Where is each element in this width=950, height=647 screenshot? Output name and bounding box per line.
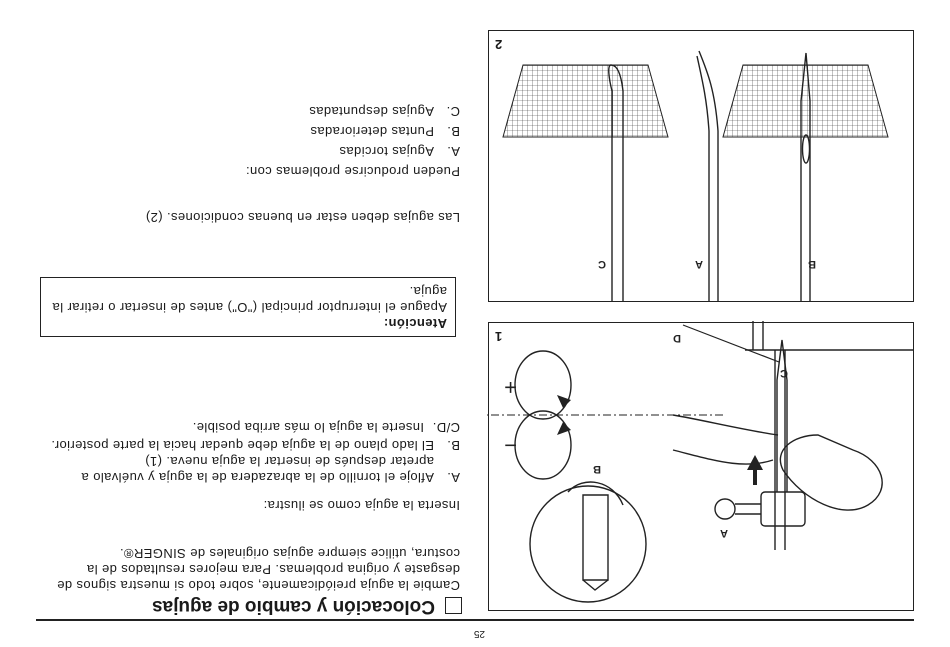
rotation-arrow-top [557,422,571,435]
list-item: C.Agujas despuntadas [308,104,460,119]
needle-a [696,50,719,301]
warning-text: Apague el interruptor principal ("O") an… [52,284,447,315]
fig1-plus: + [504,375,517,400]
needle-bar [774,350,786,550]
fig1-label-b: B [593,463,601,475]
warning-box: Atención: Apague el interruptor principa… [40,277,456,337]
figure-2-drawing: B A C [502,50,889,301]
figure-1: B A C D − + 1 [487,321,914,611]
fig1-label-c: C [780,367,788,379]
arrow-head [747,455,763,470]
fig1-label-d: D [673,332,681,344]
problems-lead: Pueden producirse problemas con: [245,164,460,179]
figure-1-number: 1 [495,329,503,344]
list-item: A.Afloje el tornillo de la abrazadera de… [81,454,460,485]
section-checkbox-icon [445,597,462,615]
needle [776,339,788,492]
clamp-screw [735,503,761,515]
insert-lead: Inserta la aguja como se ilustra: [263,498,460,513]
rotation-arrow-bottom [557,395,571,408]
rotation-ring-bottom [514,350,572,420]
section-title: Colocación y cambio de agujas [152,595,462,617]
fig1-minus: − [504,433,517,458]
fig2-label-a: A [695,258,703,270]
section-title-text: Colocación y cambio de agujas [152,596,435,617]
intro-paragraph: Cambie la aguja preiódicamente, sobre to… [56,546,460,593]
machine-bar [752,321,764,350]
figure-1-drawing: B A C D − + [487,321,913,603]
warning-heading: Atención: [383,316,447,331]
steps-list: A.Afloje el tornillo de la abrazadera de… [40,419,460,485]
pointer-d [682,324,780,363]
fig1-label-a: A [720,527,728,539]
list-item: A.Agujas torcidas [339,144,460,159]
condition-text: Las agujas deben estar en buenas condici… [145,210,460,225]
needle-b [800,52,811,301]
rotation-arc-b [567,481,624,506]
detail-circle-b [529,485,647,603]
list-item: C/D.Inserte la aguja lo más arriba posib… [192,420,460,435]
screw-head [714,498,736,520]
figure-2: B A C 2 [488,30,914,302]
detail-needle-top [582,579,609,591]
figure-2-number: 2 [495,37,503,52]
detail-needle-flat [582,494,609,581]
needle-c [608,64,624,301]
page-number: 25 [473,628,485,639]
fig2-label-c: C [598,258,606,270]
fig2-label-b: B [808,258,816,270]
list-item: B.El lado plano de la aguja debe quedar … [51,438,460,453]
finger [779,434,883,511]
rotation-ring-top [514,410,572,480]
needle-b-eye [801,134,811,164]
list-item: B.Puntas deterioradas [310,124,460,139]
finger-outline [672,414,779,465]
top-rule [36,619,914,621]
problems-list: A.Agujas torcidas B.Puntas deterioradas … [40,103,460,159]
fabric-swatch-b [722,64,889,138]
fabric-swatch-c [502,64,669,138]
needle-clamp [760,491,806,527]
